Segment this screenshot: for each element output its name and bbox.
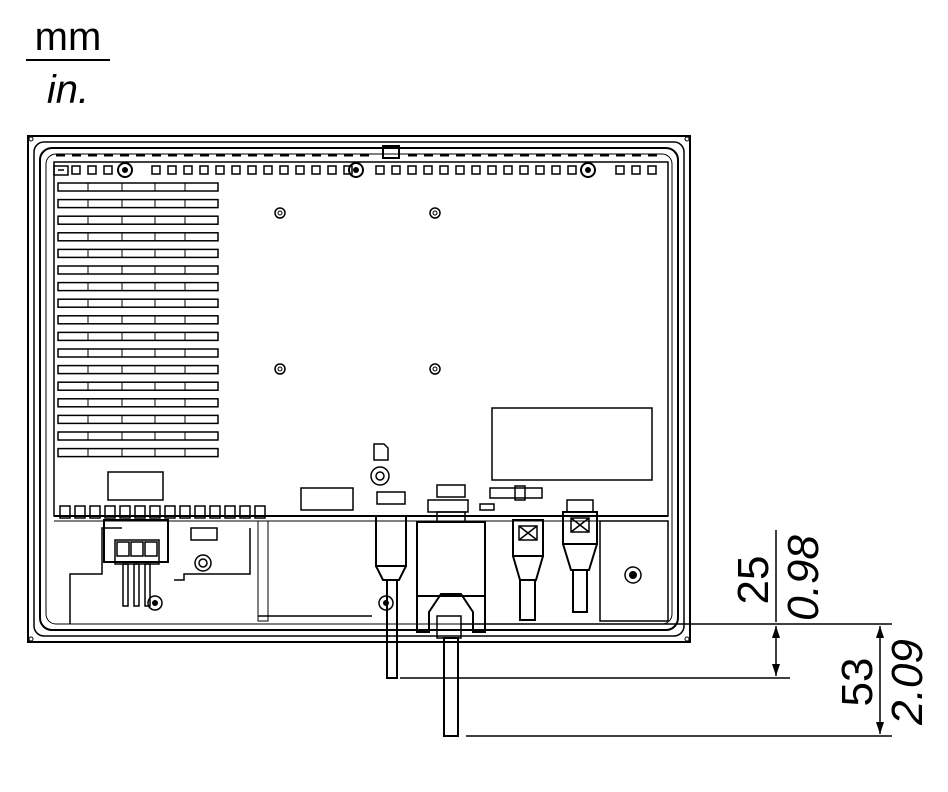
square-hole (535, 165, 545, 175)
square-hole (439, 165, 449, 175)
unit-secondary: in. (47, 68, 89, 112)
vent-slot (57, 398, 219, 408)
square-hole (263, 165, 273, 175)
connector-bay (54, 515, 669, 624)
bottom-tab (254, 505, 266, 519)
top-clip (382, 145, 400, 159)
unit-legend: mm in. (26, 15, 110, 112)
vent-slot (57, 298, 219, 308)
square-hole (487, 165, 497, 175)
bottom-tab (224, 505, 236, 519)
square-hole (167, 165, 177, 175)
vent-slot (57, 414, 219, 425)
bottom-tab (134, 505, 146, 519)
square-hole (615, 165, 625, 175)
vent-slot (57, 265, 219, 275)
square-hole (87, 165, 97, 175)
bottom-tabs (59, 505, 266, 519)
bottom-tab (89, 505, 101, 519)
cable-serial (416, 511, 486, 737)
dimension-labels: 25 0.98 53 2.09 (729, 535, 932, 726)
square-hole (71, 165, 81, 175)
vent-slot (57, 215, 219, 225)
square-hole (343, 165, 353, 175)
square-hole (519, 165, 529, 175)
square-hole (295, 165, 305, 175)
vent-slot (57, 315, 219, 325)
label-area (491, 407, 653, 481)
square-hole (215, 165, 225, 175)
square-hole (183, 165, 193, 175)
power-terminal-connector (103, 519, 169, 607)
top-row-screws (117, 162, 596, 178)
square-hole (279, 165, 289, 175)
cable-ethernet-2 (562, 511, 598, 613)
square-hole (423, 165, 433, 175)
vent-slot (57, 248, 219, 259)
square-hole (647, 165, 657, 175)
bottom-tab (74, 505, 86, 519)
bottom-tab (59, 505, 71, 519)
vent-slot (57, 232, 219, 242)
bottom-tab (164, 505, 176, 519)
square-hole (567, 165, 577, 175)
square-hole (407, 165, 417, 175)
vent-slot (57, 381, 219, 391)
square-hole (631, 165, 641, 175)
square-hole (551, 165, 561, 175)
square-hole (503, 165, 513, 175)
square-hole (151, 165, 161, 175)
dim-53-in: 2.09 (883, 639, 932, 726)
dimension-lines (400, 530, 892, 737)
ground-symbol-icon (53, 165, 69, 176)
bottom-tab (194, 505, 206, 519)
square-hole (455, 165, 465, 175)
bottom-tab (104, 505, 116, 519)
vent-slot (57, 364, 219, 375)
unit-primary: mm (35, 15, 102, 59)
vent-slot (57, 198, 219, 209)
vent-slot (57, 447, 219, 458)
ventilation-grille (57, 182, 219, 458)
bottom-tab (119, 505, 131, 519)
cable-ethernet-1 (512, 519, 544, 621)
cable-usb (375, 515, 407, 679)
dim-53-mm: 53 (833, 658, 882, 707)
vent-slot (57, 348, 219, 358)
bottom-tab (179, 505, 191, 519)
vent-slot (57, 281, 219, 292)
square-hole (199, 165, 209, 175)
square-hole (327, 165, 337, 175)
mounting-holes (274, 207, 441, 375)
bottom-tab (149, 505, 161, 519)
device-housing (27, 135, 691, 643)
dim-25-mm: 25 (729, 556, 778, 605)
square-hole (247, 165, 257, 175)
bottom-tab (239, 505, 251, 519)
square-hole-row (71, 165, 657, 175)
square-hole (471, 165, 481, 175)
square-hole (375, 165, 385, 175)
rear-panel (53, 161, 669, 517)
square-hole (231, 165, 241, 175)
square-hole (311, 165, 321, 175)
vent-slot (57, 331, 219, 342)
bottom-tab (209, 505, 221, 519)
square-hole (103, 165, 113, 175)
vent-slot (57, 431, 219, 441)
vent-slot (57, 182, 219, 192)
dim-25-in: 0.98 (779, 535, 828, 621)
square-hole (391, 165, 401, 175)
